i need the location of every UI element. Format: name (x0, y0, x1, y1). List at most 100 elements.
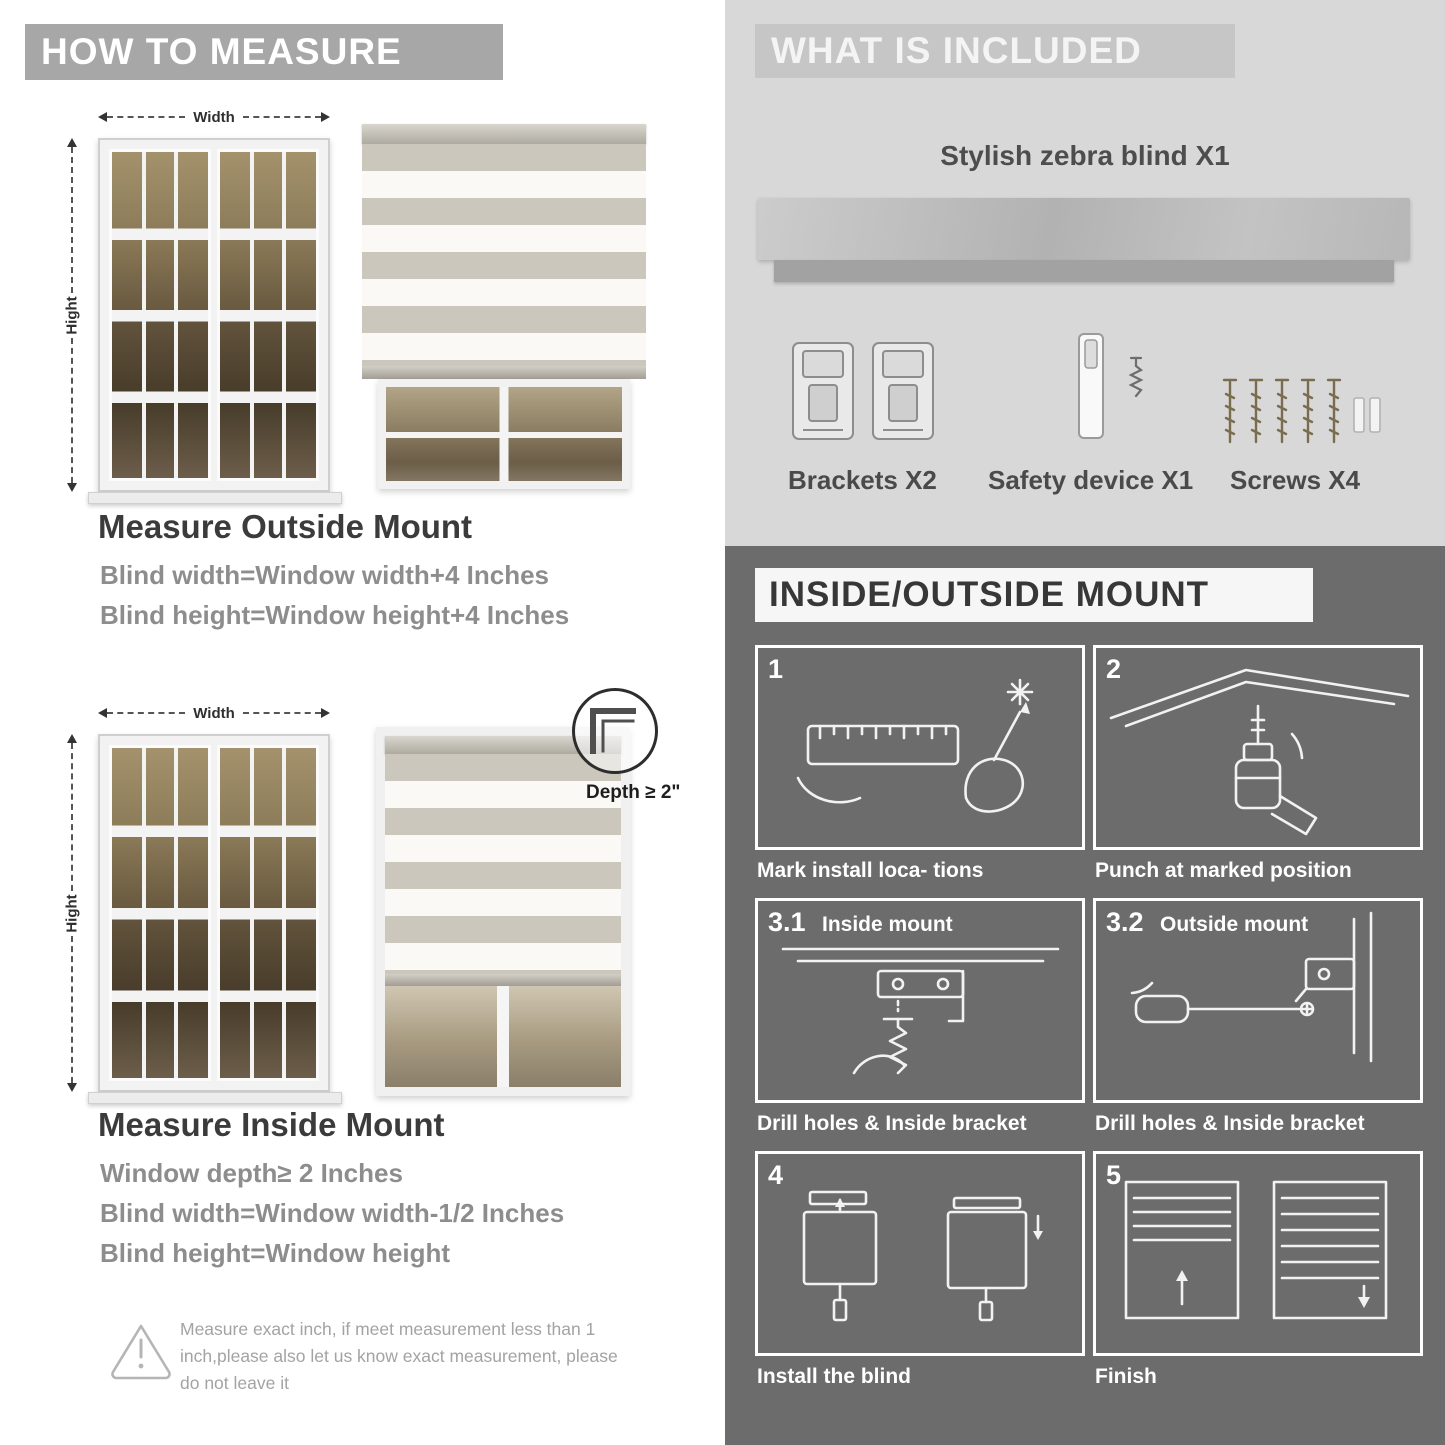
step-number: 5 (1106, 1160, 1122, 1190)
arrow-right-icon (321, 708, 331, 718)
step-5: 5 Finish (1093, 1151, 1423, 1404)
width-measure-inside: Width (98, 702, 331, 724)
inside-bracket-illustration (781, 947, 1060, 1075)
install-blind-illustration (802, 1190, 1043, 1322)
arrow-up-icon (67, 138, 77, 147)
width-label: Width (193, 704, 235, 722)
brackets-label: Brackets X2 (788, 465, 937, 495)
inside-rule-depth: Window depth≥ 2 Inches (100, 1158, 403, 1188)
blind-headrail-image (758, 198, 1410, 260)
window-behind-blind (378, 379, 630, 489)
step-2: 2 Punch at marked position (1093, 645, 1423, 898)
step-4-panel: 4 (755, 1151, 1085, 1356)
step-caption: Punch at marked position (1095, 859, 1352, 882)
window-behind-blind (385, 986, 621, 1087)
safety-device-label: Safety device X1 (988, 465, 1194, 495)
step-3-1: 3.1 Inside mount Drill holes & Inside br… (755, 898, 1085, 1151)
step-caption: Drill holes & Inside bracket (1095, 1112, 1365, 1135)
arrow-left-icon (98, 708, 107, 718)
blind-bottomrail (362, 366, 646, 379)
depth-magnifier-circle (572, 688, 658, 774)
height-measure-inside: Hight (60, 734, 84, 1092)
mount-section-background (725, 546, 1445, 1445)
dash-line (107, 116, 186, 118)
arrow-up-icon (67, 734, 77, 743)
how-to-measure-banner: HOW TO MEASURE (25, 24, 503, 80)
window-sash (217, 149, 319, 481)
arrow-left-icon (98, 112, 107, 122)
outside-rule-width: Blind width=Window width+4 Inches (100, 560, 549, 590)
brackets-icon (792, 342, 934, 440)
safety-device-icon (1078, 333, 1144, 439)
window-sill (88, 1092, 342, 1104)
blind-headrail (385, 736, 621, 754)
width-label: Width (193, 108, 235, 126)
step-number: 3.1 (768, 907, 806, 937)
inside-outside-mount-banner: INSIDE/OUTSIDE MOUNT (755, 568, 1313, 622)
mark-locations-illustration (796, 678, 1034, 813)
measure-warning-text: Measure exact inch, if meet measurement … (180, 1319, 618, 1394)
what-is-included-banner: WHAT IS INCLUDED (755, 24, 1235, 78)
step-2-panel: 2 (1093, 645, 1423, 850)
step-number: 4 (768, 1160, 784, 1190)
blind-headrail (362, 124, 646, 144)
step-1: 1 Mark install loca- tions (755, 645, 1085, 898)
arrow-down-icon (67, 483, 77, 492)
window-sash (109, 745, 211, 1081)
window-corner-icon (590, 708, 636, 754)
dash-line (71, 337, 73, 483)
arrow-right-icon (321, 112, 331, 122)
product-label: Stylish zebra blind X1 (940, 140, 1230, 171)
zebra-blind-stripes (362, 144, 646, 366)
zebra-blind-stripes (385, 754, 621, 974)
window-photo-outside (98, 138, 330, 492)
screws-icon (1222, 378, 1381, 444)
window-sash (217, 745, 319, 1081)
step-number: 1 (768, 654, 784, 684)
height-measure-outside: Hight (60, 138, 84, 492)
window-sill (88, 492, 342, 504)
step-3-2-panel: 3.2 Outside mount (1093, 898, 1423, 1103)
warning-icon (111, 1324, 171, 1380)
step-caption: Mark install loca- tions (757, 859, 984, 882)
step-3-1-panel: 3.1 Inside mount (755, 898, 1085, 1103)
inside-rule-width: Blind width=Window width-1/2 Inches (100, 1198, 565, 1228)
window-photo-inside (98, 734, 330, 1092)
blind-headrail-lip (774, 260, 1394, 282)
mount-steps-grid: 1 Mark install loca- tions 2 (755, 645, 1423, 1404)
punch-position-illustration (1109, 668, 1410, 836)
dash-line (242, 712, 322, 714)
width-measure-outside: Width (98, 106, 331, 128)
inside-mount-blind-figure (376, 727, 630, 1096)
step-number: 2 (1106, 654, 1122, 684)
step-title: Inside mount (822, 913, 953, 936)
dash-line (71, 743, 73, 891)
step-title: Outside mount (1160, 913, 1309, 936)
step-caption: Drill holes & Inside bracket (757, 1112, 1027, 1135)
dash-line (71, 935, 73, 1083)
step-5-panel: 5 (1093, 1151, 1423, 1356)
step-3-2: 3.2 Outside mount Drill holes & Inside b… (1093, 898, 1423, 1151)
height-label: Hight (63, 893, 81, 933)
finish-illustration (1124, 1180, 1388, 1320)
step-caption: Finish (1095, 1365, 1157, 1388)
inside-rule-height: Blind height=Window height (100, 1238, 450, 1268)
height-label: Hight (63, 295, 81, 335)
blind-bottomrail (385, 974, 621, 986)
dash-line (107, 712, 186, 714)
step-number: 3.2 (1106, 907, 1144, 937)
arrow-down-icon (67, 1083, 77, 1092)
step-4: 4 Install the blind (755, 1151, 1085, 1404)
step-caption: Install the blind (757, 1365, 912, 1388)
outside-mount-blind-figure (362, 124, 646, 489)
step-1-panel: 1 (755, 645, 1085, 850)
screws-label: Screws X4 (1230, 465, 1361, 495)
outside-mount-title: Measure Outside Mount (98, 508, 473, 545)
depth-label: Depth ≥ 2" (586, 782, 681, 803)
outside-bracket-illustration (1130, 911, 1373, 1063)
inside-mount-title: Measure Inside Mount (98, 1106, 445, 1143)
dash-line (242, 116, 322, 118)
window-sash (109, 149, 211, 481)
outside-rule-height: Blind height=Window height+4 Inches (100, 600, 570, 630)
